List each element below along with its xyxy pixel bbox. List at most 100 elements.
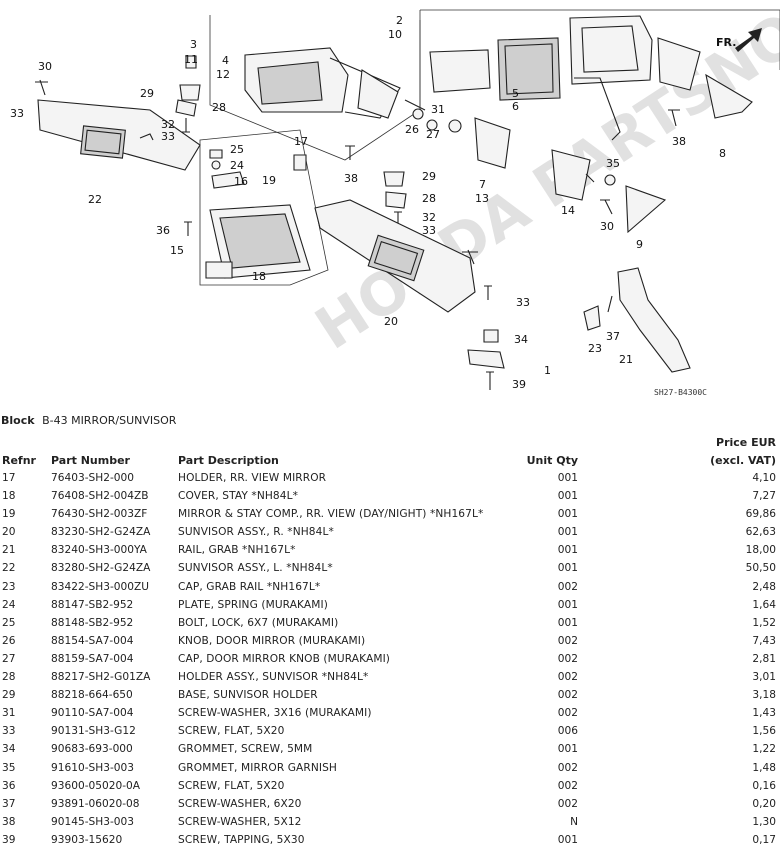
row-qty: 001 xyxy=(557,490,578,503)
svg-text:33: 33 xyxy=(10,107,24,120)
row-ref: 35 xyxy=(2,761,16,774)
row-ref: 34 xyxy=(2,743,16,756)
row-qty: 001 xyxy=(557,562,578,575)
row-description: SCREW-WASHER, 6X20 xyxy=(178,797,302,810)
header-ref: Refnr xyxy=(2,454,36,467)
svg-text:7: 7 xyxy=(479,178,486,191)
sunvisor-left xyxy=(35,79,201,171)
svg-text:18: 18 xyxy=(252,270,266,283)
rear-view-mirror xyxy=(184,149,311,279)
parts-table: Refnr Part Number Part Description Unit … xyxy=(0,434,780,850)
row-price: 2,81 xyxy=(752,652,776,665)
row-price: 69,86 xyxy=(745,508,776,521)
row-description: SCREW-WASHER, 3X16 (MURAKAMI) xyxy=(178,707,372,720)
svg-text:33: 33 xyxy=(516,296,530,309)
holder-group-upper xyxy=(175,55,201,133)
svg-text:15: 15 xyxy=(170,244,184,257)
door-mirror-left xyxy=(244,47,462,133)
row-part-number: 76430-SH2-003ZF xyxy=(51,508,148,521)
row-description: KNOB, DOOR MIRROR (MURAKAMI) xyxy=(178,634,366,647)
svg-text:FR.: FR. xyxy=(716,36,736,49)
row-ref: 20 xyxy=(2,526,16,539)
row-qty: 002 xyxy=(557,671,578,684)
row-price: 1,52 xyxy=(752,616,776,629)
row-part-number: 76403-SH2-000 xyxy=(51,472,134,484)
row-ref: 36 xyxy=(2,779,16,792)
row-description: RAIL, GRAB *NH167L* xyxy=(178,544,296,557)
svg-text:8: 8 xyxy=(719,147,726,160)
row-part-number: 88148-SB2-952 xyxy=(51,616,134,629)
row-qty: 002 xyxy=(557,580,578,593)
row-ref: 37 xyxy=(2,797,16,810)
svg-text:35: 35 xyxy=(606,157,620,170)
svg-text:17: 17 xyxy=(294,135,308,148)
svg-text:13: 13 xyxy=(475,192,489,205)
svg-text:30: 30 xyxy=(38,60,52,73)
svg-text:25: 25 xyxy=(230,143,244,156)
row-qty: 002 xyxy=(557,689,578,702)
row-price: 1,48 xyxy=(752,761,776,774)
header-price-line2: (excl. VAT) xyxy=(710,454,776,467)
front-arrow-icon: FR. xyxy=(716,28,762,52)
svg-text:37: 37 xyxy=(606,330,620,343)
row-part-number: 88218-664-650 xyxy=(51,689,133,702)
sunvisor-right xyxy=(314,199,478,313)
row-qty: 001 xyxy=(557,472,578,484)
row-description: GROMMET, SCREW, 5MM xyxy=(178,743,313,756)
row-part-number: 91610-SH3-003 xyxy=(51,761,134,774)
svg-text:28: 28 xyxy=(212,101,226,114)
svg-text:5: 5 xyxy=(512,87,519,100)
row-price: 1,64 xyxy=(752,598,776,611)
row-description: COVER, STAY *NH84L* xyxy=(178,490,298,503)
table-row: 31 90110-SA7-004 SCREW-WASHER, 3X16 (MURAK… xyxy=(0,705,780,723)
row-price: 50,50 xyxy=(745,562,776,575)
svg-text:2: 2 xyxy=(396,14,403,27)
row-part-number: 93600-05020-0A xyxy=(51,779,141,792)
svg-text:21: 21 xyxy=(619,353,633,366)
row-ref: 27 xyxy=(2,652,16,665)
row-description: GROMMET, MIRROR GARNISH xyxy=(178,761,337,774)
row-ref: 18 xyxy=(2,490,16,503)
row-ref: 26 xyxy=(2,634,16,647)
row-description: PLATE, SPRING (MURAKAMI) xyxy=(178,598,328,611)
row-qty: 006 xyxy=(557,725,578,738)
svg-text:29: 29 xyxy=(422,170,436,183)
row-part-number: 90110-SA7-004 xyxy=(51,707,134,720)
row-ref: 28 xyxy=(2,671,16,684)
block-name: B-43 MIRROR/SUNVISOR xyxy=(42,414,177,427)
row-description: BASE, SUNVISOR HOLDER xyxy=(178,689,318,702)
row-ref: 17 xyxy=(2,472,16,484)
holder-17 xyxy=(293,154,307,171)
row-qty: 002 xyxy=(557,707,578,720)
block-title: Block B-43 MIRROR/SUNVISOR xyxy=(1,414,176,427)
row-price: 62,63 xyxy=(745,526,776,539)
row-part-number: 93891-06020-08 xyxy=(51,797,140,810)
row-ref: 21 xyxy=(2,544,16,557)
row-price: 18,00 xyxy=(745,544,776,557)
row-qty: N xyxy=(570,815,578,828)
svg-text:36: 36 xyxy=(156,224,170,237)
garnish-14 xyxy=(551,149,591,201)
svg-text:24: 24 xyxy=(230,159,244,172)
row-qty: 002 xyxy=(557,797,578,810)
svg-text:26: 26 xyxy=(405,123,419,136)
row-ref: 39 xyxy=(2,833,16,846)
row-ref: 22 xyxy=(2,562,16,575)
row-price: 3,18 xyxy=(752,689,776,702)
svg-text:4: 4 xyxy=(222,54,229,67)
row-ref: 31 xyxy=(2,707,16,720)
garnish-8 xyxy=(705,73,753,119)
row-price: 0,16 xyxy=(752,779,776,792)
row-part-number: 90145-SH3-003 xyxy=(51,815,134,828)
row-price: 1,30 xyxy=(752,815,776,828)
svg-text:33: 33 xyxy=(422,224,436,237)
